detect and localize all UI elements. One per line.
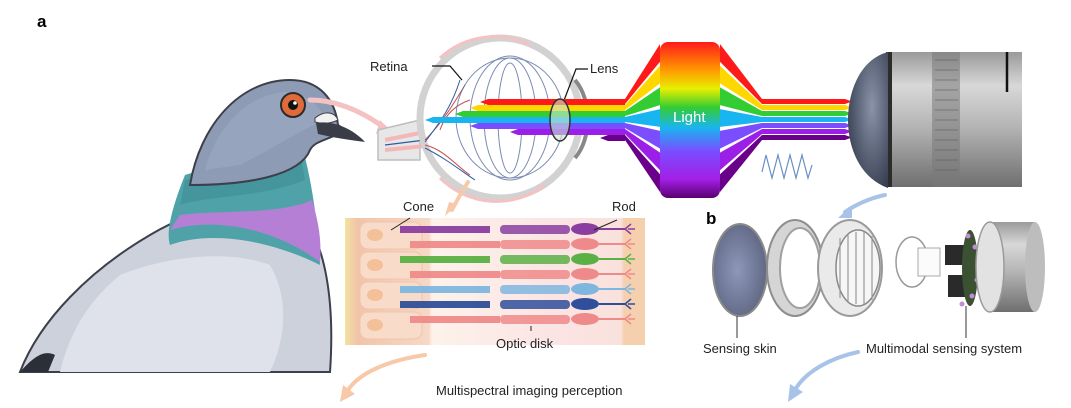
label-optic-disk: Optic disk [496, 336, 554, 351]
flow-arrow-to-retina-head [445, 202, 458, 216]
fan-in-beam [625, 65, 660, 110]
sensor-assembly [848, 52, 1022, 188]
panel-label-a: a [37, 12, 47, 31]
synaptic-terminal [624, 283, 635, 295]
photoreceptor-nucleus [571, 253, 599, 265]
synaptic-terminal [624, 253, 635, 265]
eye-beam [470, 105, 625, 111]
photoreceptor-inner-segment [500, 285, 570, 294]
eye-beam [455, 111, 625, 117]
synaptic-terminal [624, 298, 635, 310]
photoreceptor-inner-segment [500, 270, 570, 279]
photoreceptor-inner-segment [500, 315, 570, 324]
exploded-view [712, 219, 1045, 317]
fan-in-beam [625, 135, 660, 192]
sensor-beam [762, 105, 852, 110]
flow-arrow-bottom-left-head [340, 385, 355, 402]
lens-leader-line [562, 68, 588, 104]
pigeon-illustration [18, 78, 365, 373]
photoreceptor-nucleus [571, 238, 599, 250]
signal-waveform [761, 152, 813, 181]
fan-out-beam [720, 65, 762, 110]
synaptic-terminal [624, 223, 635, 235]
eye-beam [600, 135, 625, 141]
fan-out-beam [720, 123, 762, 149]
rod-outer-segment [410, 316, 500, 323]
fan-in-beam [625, 129, 660, 171]
flow-arrow-to-b-head [838, 205, 852, 218]
label-multispectral-imaging-perception: Multispectral imaging perception [436, 383, 623, 398]
sight-arrow [307, 97, 388, 131]
photoreceptor-nucleus [571, 223, 599, 235]
retina-leader-line [432, 65, 463, 81]
sensor-beam [762, 129, 852, 134]
cone-outer-segment [400, 301, 490, 308]
photoreceptor-nucleus [571, 298, 599, 310]
sensor-beam [762, 135, 852, 140]
photoreceptor-nucleus [571, 313, 599, 325]
fan-out-beam [720, 129, 762, 171]
synaptic-terminal [624, 268, 635, 280]
label-cone: Cone [403, 199, 435, 214]
sensor-beam [762, 111, 852, 116]
fan-out-beam [720, 135, 762, 192]
fan-in-beam [625, 109, 660, 127]
rod-leader-line [593, 219, 618, 231]
fan-in-beam [625, 44, 660, 104]
photoreceptor-inner-segment [500, 300, 570, 309]
flow-arrow-bottom-right-head [788, 384, 803, 402]
cone-outer-segment [400, 286, 490, 293]
label-retina: Retina [370, 59, 408, 74]
fan-in-beam [625, 87, 660, 116]
photoreceptor-inner-segment [500, 225, 570, 234]
flow-arrow-bottom-right [793, 350, 860, 392]
sensor-beam [762, 117, 852, 122]
flow-arrow-bottom-left [346, 353, 427, 392]
eye-beam [470, 123, 625, 129]
label-rod: Rod [612, 199, 636, 214]
synaptic-terminal [624, 238, 635, 250]
light-bar [660, 42, 720, 198]
eye-beam [425, 117, 625, 123]
rod-outer-segment [410, 241, 500, 248]
photoreceptor-nucleus [571, 283, 599, 295]
rod-outer-segment [410, 271, 500, 278]
label-multimodal-sensing-system: Multimodal sensing system [866, 341, 1023, 356]
retina-tissue [345, 218, 645, 345]
label-sensing-skin: Sensing skin [703, 341, 777, 356]
cone-leader-line [390, 217, 411, 231]
fan-out-beam [720, 87, 762, 116]
fan-out-beam [720, 109, 762, 127]
sensor-beam [762, 123, 852, 128]
label-lens: Lens [590, 61, 619, 76]
panel-label-b: b [706, 209, 717, 228]
synaptic-terminal [624, 313, 635, 325]
fan-in-beam [625, 123, 660, 149]
photoreceptor-inner-segment [500, 255, 570, 264]
cone-outer-segment [400, 256, 490, 263]
eye-beam [480, 99, 625, 105]
fan-out-beam [720, 44, 762, 104]
cone-outer-segment [400, 226, 490, 233]
photoreceptor-inner-segment [500, 240, 570, 249]
sensor-beam [762, 99, 852, 104]
photoreceptor-nucleus [571, 268, 599, 280]
label-light: Light [673, 109, 706, 126]
lens-shape [549, 98, 571, 142]
